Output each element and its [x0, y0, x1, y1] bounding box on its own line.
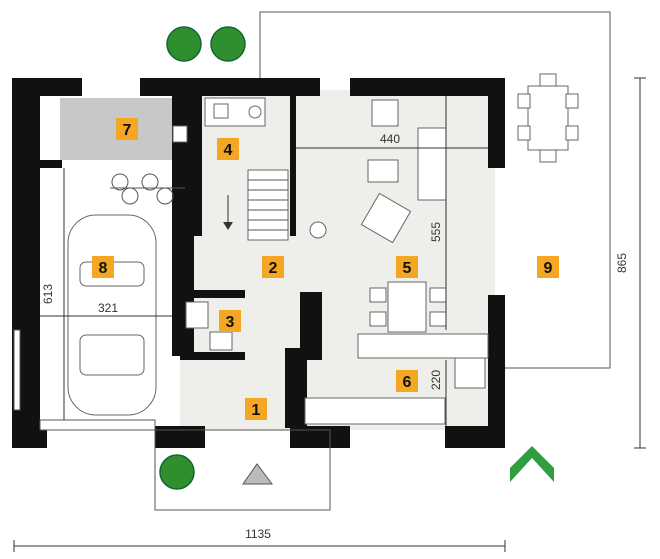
wall-east-bottom: [488, 295, 505, 448]
terrace-dining-set: [517, 73, 579, 163]
car: [67, 214, 157, 416]
dim-garage-depth: 613: [41, 284, 55, 304]
dim-garage-width: 321: [98, 301, 118, 315]
toilet: [185, 301, 209, 329]
room-label-6: 6: [396, 370, 418, 392]
boiler: [172, 125, 188, 143]
dim-living-width: 440: [380, 132, 400, 146]
svg-text:1: 1: [252, 402, 261, 419]
wall-east-top: [488, 78, 505, 168]
wall-stair: [290, 96, 296, 236]
entrance-marker: [242, 463, 273, 485]
garage-door: [39, 419, 156, 431]
washbasin: [209, 331, 233, 351]
wall-garage-inner: [172, 96, 202, 236]
room-label-7: 7: [116, 118, 138, 140]
armchair: [371, 99, 399, 127]
stove: [309, 221, 327, 239]
room-label-8: 8: [92, 256, 114, 278]
armchair-2: [360, 192, 412, 244]
wall-north-mid: [140, 78, 320, 96]
room-label-2: 2: [262, 256, 284, 278]
entrance-path: [154, 429, 331, 511]
bicycles: [110, 173, 185, 205]
room-label-1: 1: [245, 398, 267, 420]
sofa: [417, 127, 447, 201]
coffee-table: [367, 159, 399, 183]
cooktop: [454, 357, 486, 389]
wall-bath-south: [180, 352, 245, 360]
window-garage: [13, 329, 21, 411]
svg-text:2: 2: [269, 260, 278, 277]
tree-icon: [159, 26, 246, 490]
wall-south-entry-right: [290, 426, 350, 448]
wall-north-garage: [12, 78, 82, 96]
wall-bath-north: [180, 290, 245, 298]
dim-kitchen-depth: 220: [429, 370, 443, 390]
kitchen-worktop: [304, 397, 446, 425]
dim-total-width: 1135: [245, 527, 271, 541]
north-arrow-icon: [510, 446, 554, 482]
svg-text:6: 6: [403, 374, 412, 391]
wall-south-garage: [12, 426, 47, 448]
room-label-4: 4: [217, 138, 239, 160]
room-label-5: 5: [396, 256, 418, 278]
dining-set: [369, 281, 447, 333]
wall-north-east: [350, 78, 450, 96]
dim-living-depth: 555: [429, 222, 443, 242]
wall-garage-utility: [40, 160, 62, 168]
svg-text:3: 3: [226, 314, 235, 331]
staircase: [223, 169, 289, 241]
wall-entry-east: [285, 348, 307, 428]
wall-hall-divider: [300, 292, 322, 360]
room-label-3: 3: [219, 310, 241, 332]
room-label-9: 9: [537, 256, 559, 278]
svg-text:8: 8: [99, 260, 108, 277]
dim-total-depth: 865: [615, 253, 629, 273]
svg-text:5: 5: [403, 260, 412, 277]
svg-text:9: 9: [544, 260, 553, 277]
svg-text:7: 7: [123, 122, 132, 139]
kitchen-counter: [357, 333, 489, 359]
svg-text:4: 4: [224, 142, 233, 159]
wall-south-entry-left: [155, 426, 205, 448]
wall-south-east: [445, 426, 505, 448]
